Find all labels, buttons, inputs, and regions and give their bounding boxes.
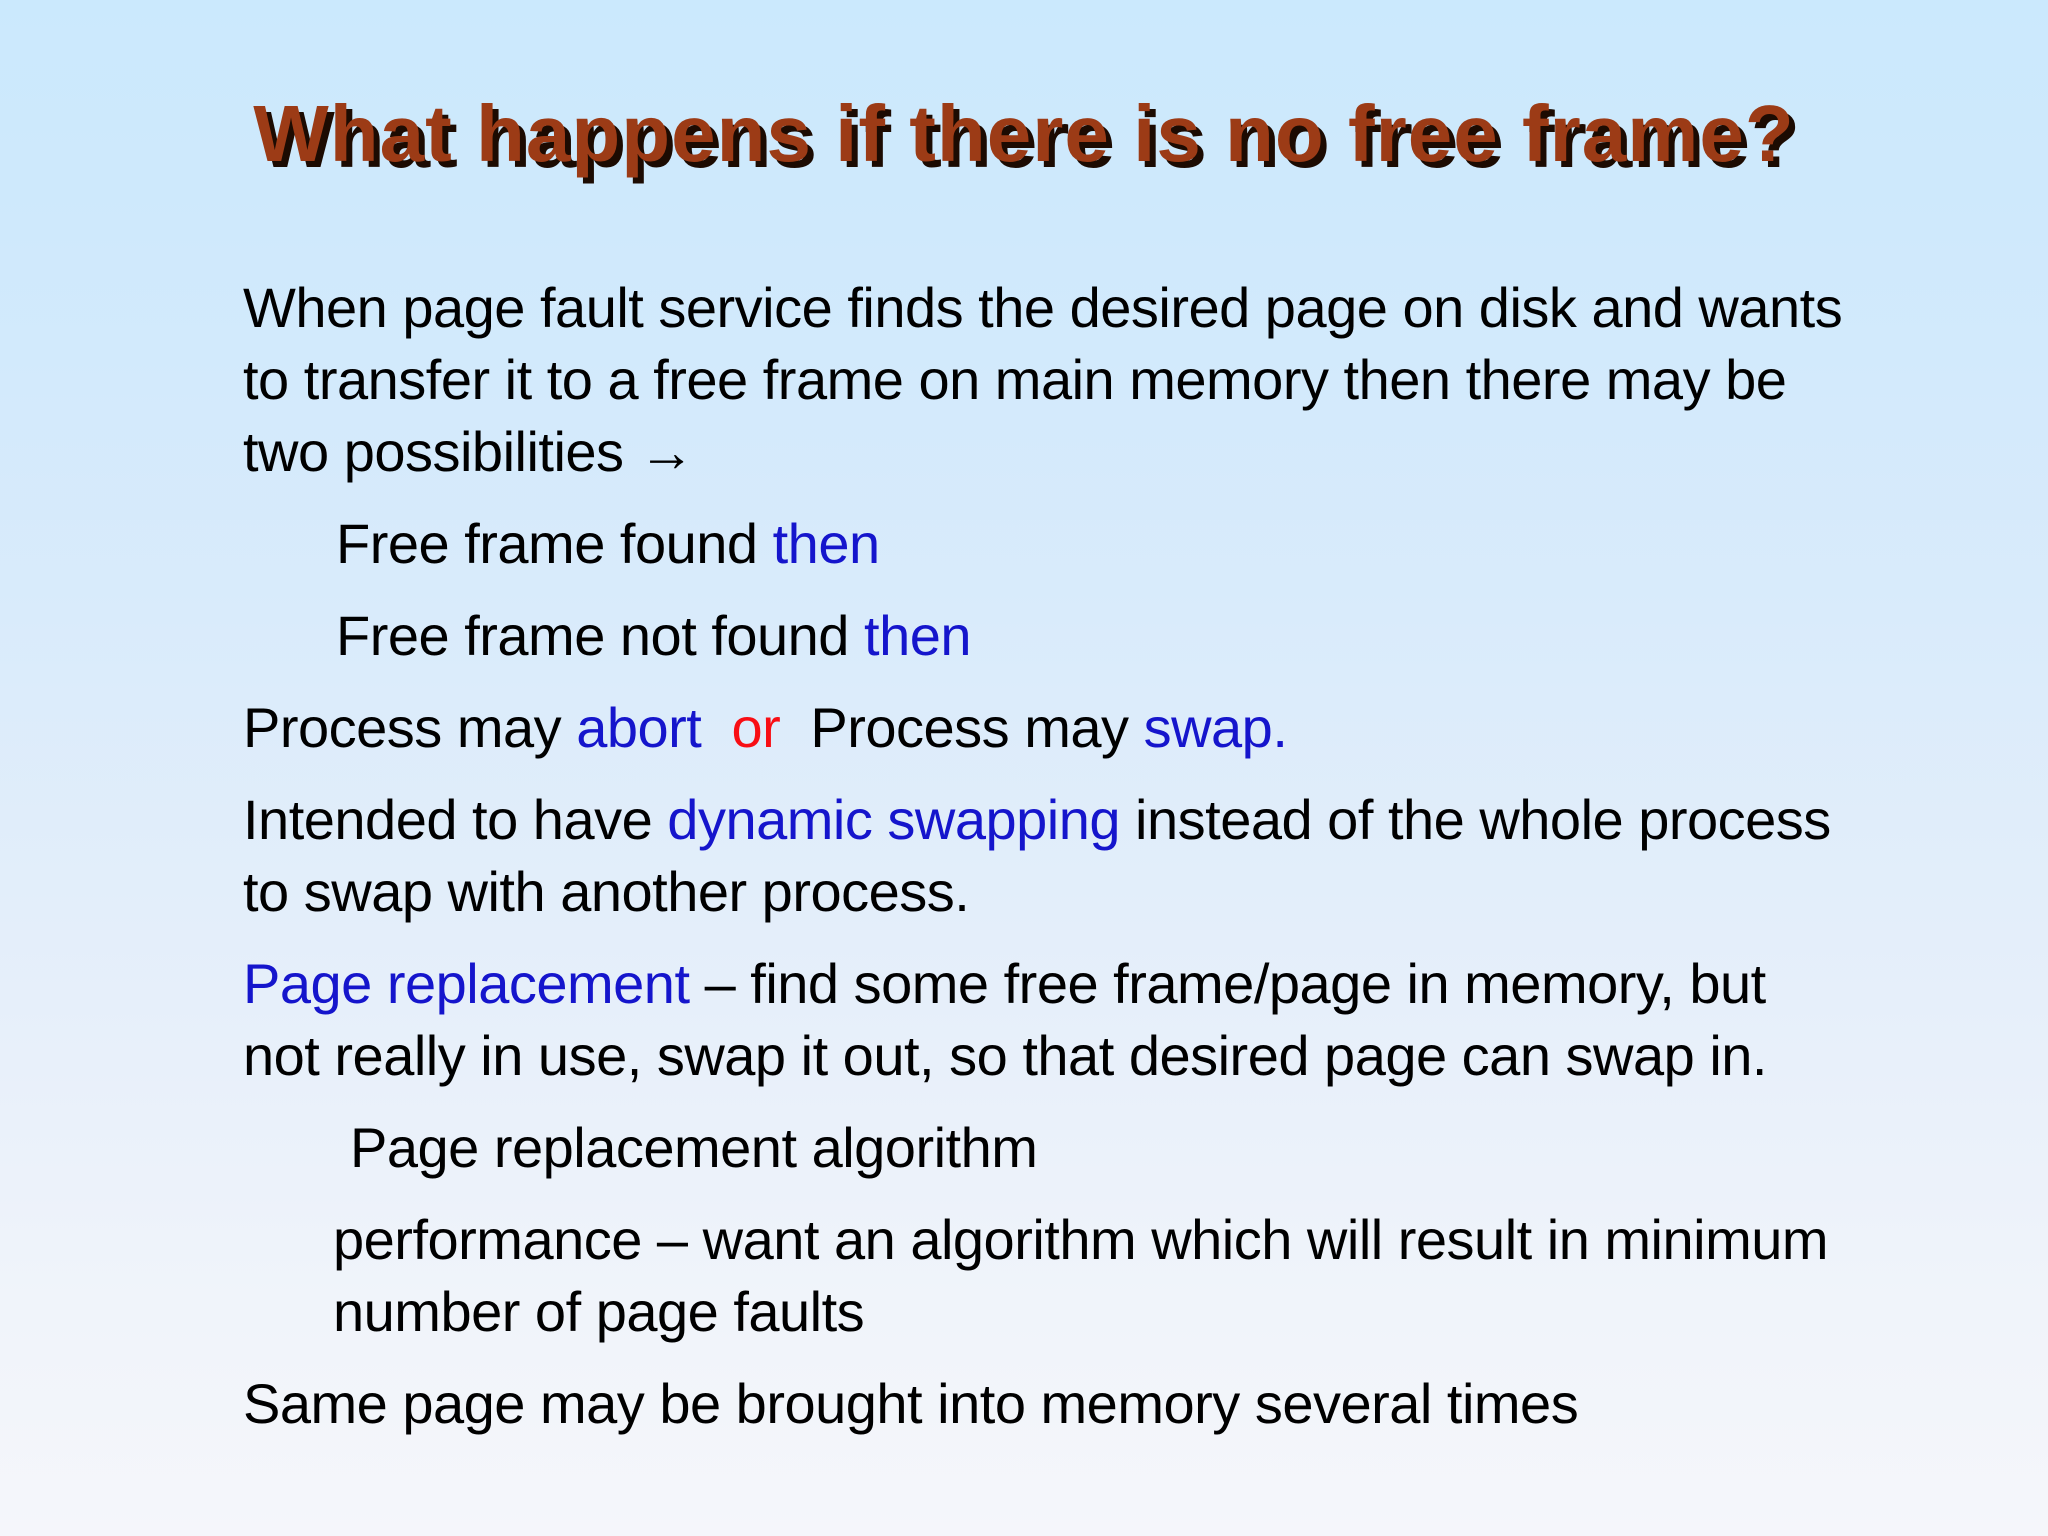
text-run: Free frame found — [336, 512, 773, 575]
line-performance-2: number of page faults — [243, 1276, 1958, 1348]
line-same-page: Same page may be brought into memory sev… — [243, 1368, 1958, 1440]
line-page-replacement-2: not really in use, swap it out, so that … — [243, 1020, 1958, 1092]
text-run: number of page faults — [333, 1280, 865, 1343]
line-intro-2: to transfer it to a free frame on main m… — [243, 344, 1958, 416]
text-run-red: or — [731, 696, 781, 759]
text-run: not really in use, swap it out, so that … — [243, 1024, 1767, 1087]
text-run: When page fault service finds the desire… — [243, 276, 1843, 339]
text-run: Page replacement algorithm — [350, 1116, 1038, 1179]
text-run-blue: swap. — [1143, 696, 1288, 759]
line-page-replacement-1: Page replacement – find some free frame/… — [243, 948, 1958, 1020]
text-run — [701, 696, 731, 759]
line-free-frame-found: Free frame found then — [243, 508, 1958, 580]
slide-body: When page fault service finds the desire… — [243, 272, 1958, 1440]
text-run: two possibilities — [243, 420, 639, 483]
text-run: to transfer it to a free frame on main m… — [243, 348, 1787, 411]
text-run: Free frame not found — [336, 604, 865, 667]
line-intro-3: two possibilities → — [243, 416, 1958, 488]
text-run: performance – want an algorithm which wi… — [333, 1208, 1829, 1271]
slide-title: What happens if there is no free frame? — [253, 89, 1795, 178]
text-run-blue: dynamic swapping — [667, 788, 1120, 851]
line-dynamic-swapping-2: to swap with another process. — [243, 856, 1958, 928]
text-run: instead of the whole process — [1119, 788, 1831, 851]
text-run: to swap with another process. — [243, 860, 970, 923]
text-run: Process may — [780, 696, 1144, 759]
line-dynamic-swapping-1: Intended to have dynamic swapping instea… — [243, 784, 1958, 856]
text-run-blue: then — [864, 604, 972, 667]
line-free-frame-not-found: Free frame not found then — [243, 600, 1958, 672]
text-run-blue: abort — [576, 696, 702, 759]
line-abort-or-swap: Process may abort or Process may swap. — [243, 692, 1958, 764]
right-arrow-icon: → — [638, 420, 695, 483]
line-intro-1: When page fault service finds the desire… — [243, 272, 1958, 344]
text-run: Intended to have — [243, 788, 668, 851]
line-page-replacement-algorithm: Page replacement algorithm — [243, 1112, 1958, 1184]
text-run: Same page may be brought into memory sev… — [243, 1372, 1579, 1435]
text-run: – find some free frame/page in memory, b… — [689, 952, 1767, 1015]
text-run-blue: then — [772, 512, 881, 575]
text-run-blue: Page replacement — [243, 952, 690, 1015]
line-performance-1: performance – want an algorithm which wi… — [243, 1204, 1958, 1276]
text-run: Process may — [243, 696, 577, 759]
